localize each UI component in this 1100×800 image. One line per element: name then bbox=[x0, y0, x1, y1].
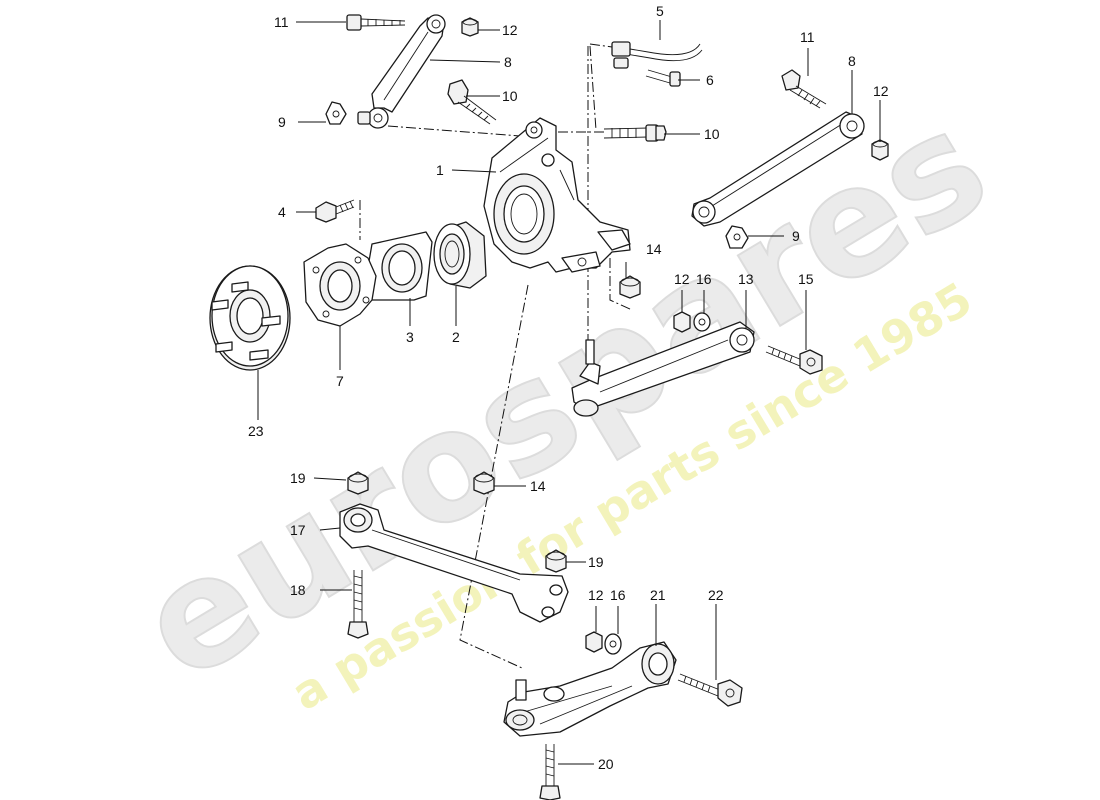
callout-16-mid: 16 bbox=[696, 271, 712, 287]
arm-17 bbox=[339, 503, 569, 623]
nut-12-mid bbox=[673, 311, 691, 333]
bolt-10-upper bbox=[447, 79, 497, 125]
link-8-left bbox=[357, 14, 446, 129]
nut-19-lower bbox=[545, 549, 567, 573]
nut-14-lower bbox=[473, 471, 495, 495]
bolt-22 bbox=[677, 673, 743, 707]
callout-10-right: 10 bbox=[704, 126, 720, 142]
callout-12-right: 12 bbox=[873, 83, 889, 99]
link-8-right bbox=[691, 111, 865, 227]
callout-5: 5 bbox=[656, 3, 664, 19]
callout-18: 18 bbox=[290, 582, 306, 598]
link-13 bbox=[571, 321, 755, 417]
nut-14-upper bbox=[619, 275, 641, 299]
callout-11-right: 11 bbox=[800, 29, 815, 45]
callout-8-left: 8 bbox=[504, 54, 512, 70]
bolt-11-right bbox=[781, 69, 827, 109]
washer-9-left bbox=[325, 101, 347, 125]
callout-23: 23 bbox=[248, 423, 264, 439]
callout-3: 3 bbox=[406, 329, 414, 345]
leader-lines bbox=[257, 20, 881, 765]
bolt-18 bbox=[347, 570, 369, 639]
callout-19-upper: 19 bbox=[290, 470, 306, 486]
plate-3 bbox=[363, 231, 433, 301]
washer-16-mid bbox=[693, 312, 711, 332]
callout-9-right: 9 bbox=[792, 228, 800, 244]
callout-17: 17 bbox=[290, 522, 306, 538]
callout-12-mid: 12 bbox=[674, 271, 690, 287]
callout-12-upper: 12 bbox=[502, 22, 518, 38]
callout-19-lower: 19 bbox=[588, 554, 604, 570]
callout-15: 15 bbox=[798, 271, 814, 287]
callout-16-lower: 16 bbox=[610, 587, 626, 603]
bolt-15 bbox=[765, 345, 823, 375]
sensor-cable-5 bbox=[611, 41, 703, 69]
flange-7 bbox=[303, 243, 377, 327]
bolt-6 bbox=[645, 69, 681, 87]
callout-20: 20 bbox=[598, 756, 614, 772]
callout-11-upper: 11 bbox=[274, 14, 289, 30]
callout-2: 2 bbox=[452, 329, 460, 345]
washer-9-right bbox=[725, 225, 749, 249]
callout-4: 4 bbox=[278, 204, 286, 220]
spacer-23 bbox=[209, 265, 291, 371]
bolt-4 bbox=[315, 199, 355, 223]
callout-1: 1 bbox=[436, 162, 444, 178]
bearing-2 bbox=[433, 221, 487, 289]
bolt-20 bbox=[539, 744, 561, 800]
wheel-carrier-1 bbox=[483, 117, 631, 273]
nut-12-right bbox=[871, 139, 889, 161]
callout-7: 7 bbox=[336, 373, 344, 389]
nut-12-upper bbox=[461, 17, 479, 37]
arm-21 bbox=[503, 641, 677, 737]
nut-12-lower bbox=[585, 631, 603, 653]
nut-19-upper bbox=[347, 471, 369, 495]
callout-6: 6 bbox=[706, 72, 714, 88]
callout-numbers: 11 12 8 9 10 5 6 10 1 4 11 8 12 9 14 12 … bbox=[248, 3, 889, 772]
callout-9-left: 9 bbox=[278, 114, 286, 130]
callout-22: 22 bbox=[708, 587, 724, 603]
bolt-10-right bbox=[603, 124, 667, 142]
callout-14-upper: 14 bbox=[646, 241, 662, 257]
callout-13: 13 bbox=[738, 271, 754, 287]
washer-16-lower bbox=[604, 633, 622, 655]
assembly-lines bbox=[359, 43, 633, 669]
callout-21: 21 bbox=[650, 587, 666, 603]
callout-10-upper: 10 bbox=[502, 88, 518, 104]
bolt-11-upper bbox=[346, 14, 406, 31]
callout-8-right: 8 bbox=[848, 53, 856, 69]
callout-14-lower: 14 bbox=[530, 478, 546, 494]
callout-12-lower: 12 bbox=[588, 587, 604, 603]
